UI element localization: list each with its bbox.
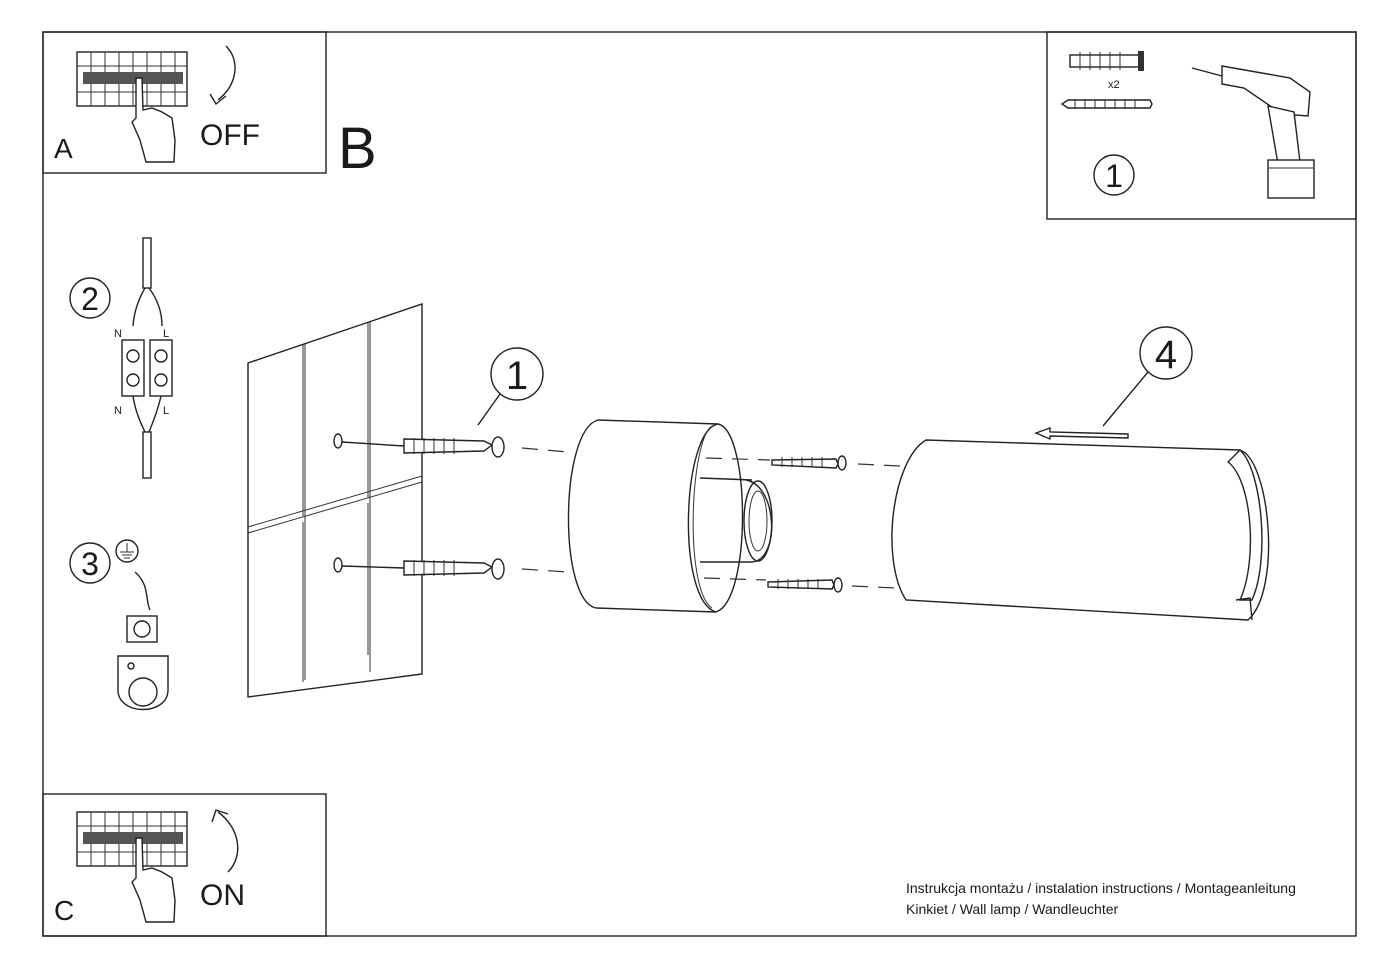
callout-plugs-number: 1 [506, 354, 528, 398]
wall-plug-icon [1069, 51, 1144, 71]
screw-icon [1060, 99, 1153, 109]
terminal-label-l-bottom: L [163, 405, 169, 417]
lamp-shade [891, 439, 1270, 621]
hand-icon [131, 77, 176, 163]
footer-line-1: Instrukcja montażu / instalation instruc… [906, 880, 1296, 896]
hand-icon [131, 837, 176, 923]
mounting-base [567, 419, 773, 613]
earth-ground-icon [115, 539, 139, 563]
wall-tiles [247, 303, 423, 698]
curved-arrow-up-icon [211, 809, 239, 873]
earth-clamp-icon [117, 615, 169, 711]
curved-arrow-down-icon [209, 45, 236, 106]
step-1-circle [1093, 154, 1135, 196]
tools-step-number: 1 [1105, 158, 1123, 194]
panel-a: A OFF [42, 31, 327, 174]
callout-1-circle [490, 347, 544, 401]
arrow-left-icon [1034, 427, 1129, 441]
panel-c: C ON [42, 793, 327, 937]
screw-bottom [767, 577, 843, 593]
panel-c-action: ON [200, 879, 245, 912]
terminal-label-l-top: L [163, 328, 169, 340]
quantity-label: x2 [1108, 79, 1120, 91]
wiring-step-number: 2 [81, 281, 99, 317]
callout-shade-number: 4 [1155, 333, 1177, 377]
panel-a-letter: A [54, 133, 73, 164]
breaker-box-icon [76, 811, 188, 867]
sheet-border [42, 31, 1357, 937]
panel-b-letter: B [338, 116, 377, 181]
screw-top [771, 455, 847, 471]
earth-step: 3 [69, 539, 169, 711]
drill-icon [1191, 65, 1315, 199]
wiring-step: 2 N L N L [69, 237, 173, 479]
footer-caption: Instrukcja montażu / instalation instruc… [906, 878, 1356, 920]
earth-step-number: 3 [81, 546, 99, 582]
footer-line-2: Kinkiet / Wall lamp / Wandleuchter [906, 901, 1119, 917]
terminal-label-n-top: N [114, 328, 122, 340]
terminal-block-icon [121, 339, 173, 397]
panel-c-letter: C [54, 895, 74, 926]
wall-plug-bottom [403, 558, 505, 580]
panel-a-action: OFF [200, 119, 260, 152]
breaker-box-icon [76, 51, 188, 107]
terminal-label-n-bottom: N [114, 405, 122, 417]
callout-4-circle [1139, 326, 1193, 380]
tools-panel: x2 1 [1046, 31, 1357, 220]
wall-plug-top [403, 436, 505, 458]
